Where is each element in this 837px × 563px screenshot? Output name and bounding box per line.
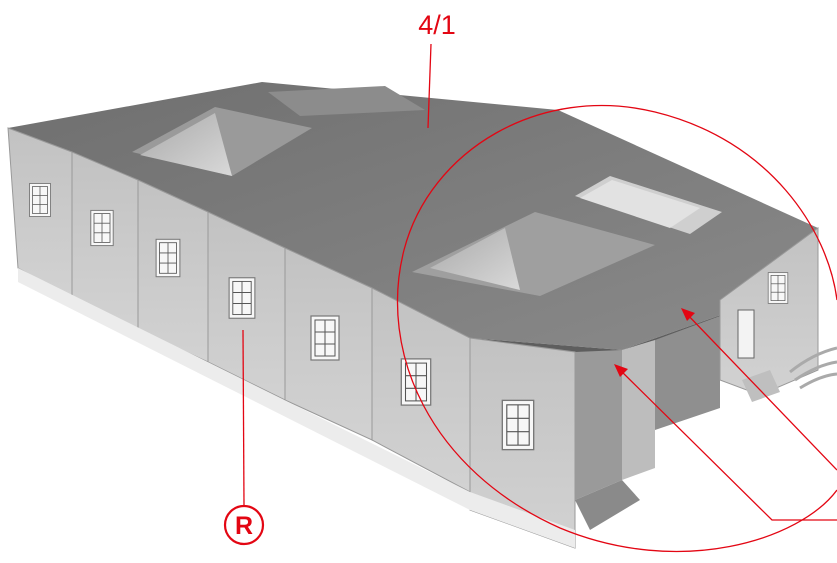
- detail-arrow-upper: [681, 308, 837, 471]
- detail-arrow-lower: [614, 364, 837, 521]
- detail-circle: [396, 104, 837, 553]
- open-bays: [575, 316, 720, 530]
- part-number-label: 4/1: [418, 10, 456, 40]
- part-number-callout: 4/1: [418, 10, 456, 129]
- roof-opening-right: [575, 176, 722, 234]
- r-marker-circle: [223, 504, 265, 546]
- r-marker-callout: R: [223, 329, 265, 546]
- r-marker-label: R: [235, 512, 253, 540]
- roof-opening-rear: [132, 107, 312, 176]
- roof-opening-rear-right: [268, 86, 425, 116]
- r-marker-leader: [242, 329, 245, 506]
- roof-opening-front: [412, 212, 655, 296]
- part-number-leader: [427, 43, 432, 129]
- side-wall: [719, 227, 837, 402]
